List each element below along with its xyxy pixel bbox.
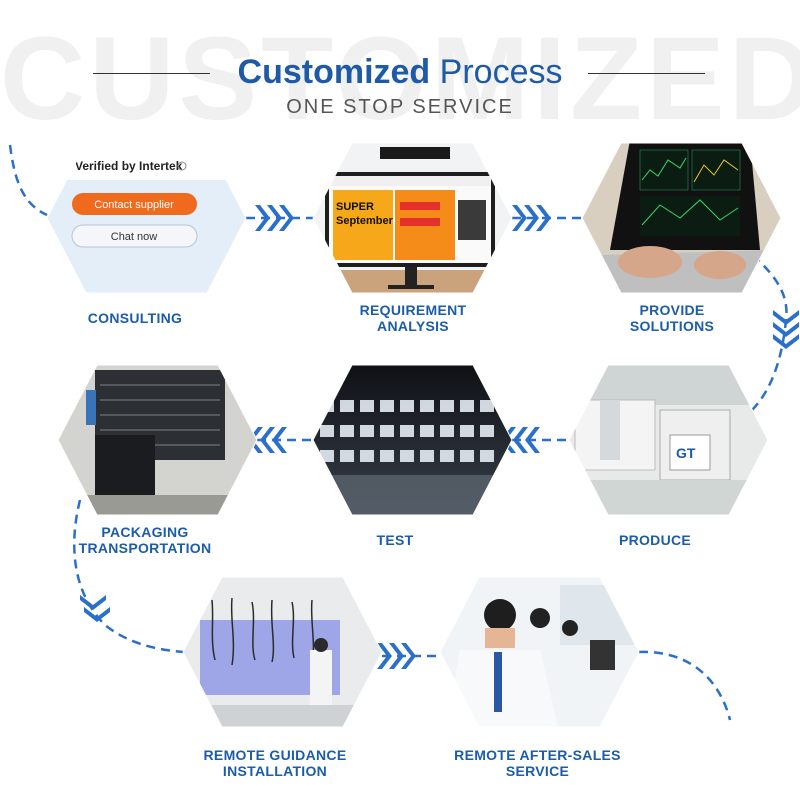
caption-packaging-line2: TRANSPORTATION (78, 540, 212, 556)
caption-aftersales-line2: SERVICE (505, 763, 570, 779)
arrow-solutions-to-produce (773, 310, 799, 349)
title-rule-left (93, 73, 210, 74)
caption-produce-line1: PRODUCE (618, 532, 692, 548)
caption-packaging: PACKAGING TRANSPORTATION (70, 524, 220, 556)
watermark-text: CUSTOMIZED (0, 13, 800, 145)
caption-guidance: REMOTE GUIDANCE INSTALLATION (185, 747, 365, 779)
caption-requirement-line2: ANALYSIS (377, 318, 449, 334)
chat-now-label: Chat now (111, 231, 158, 243)
caption-packaging-line1: PACKAGING (101, 524, 189, 540)
caption-requirement-line1: REQUIREMENT (359, 302, 467, 318)
hex-consulting: Verified by Intertek Contact supplier Ch… (47, 143, 246, 293)
title-rule-right (588, 73, 705, 74)
caption-solutions-line1: PROVIDE (639, 302, 705, 318)
arrow-requirement-to-solutions (512, 205, 551, 231)
caption-solutions: PROVIDE SOLUTIONS (582, 302, 762, 334)
hex-solutions (582, 143, 781, 293)
banner-line2: September (336, 215, 394, 227)
caption-test-line1: TEST (376, 532, 414, 548)
chat-now-button (71, 224, 198, 248)
arrow-packaging-to-guidance (80, 595, 110, 622)
caption-guidance-line2: INSTALLATION (222, 763, 328, 779)
caption-aftersales-line1: REMOTE AFTER-SALES (454, 747, 621, 763)
caption-produce: PRODUCE (580, 532, 730, 548)
caption-consulting-line1: CONSULTING (87, 310, 183, 326)
page-subtitle: ONE STOP SERVICE (286, 96, 514, 118)
hex-packaging (58, 365, 257, 515)
verified-text: Verified by Intertek (75, 159, 183, 173)
arrow-guidance-to-aftersales (377, 643, 416, 669)
hex-aftersales (440, 577, 639, 727)
title-light: Process (439, 53, 563, 91)
contact-supplier-label: Contact supplier (94, 199, 174, 211)
hex-test (313, 365, 512, 515)
arrow-consulting-to-requirement (255, 205, 294, 231)
contact-supplier-button (72, 193, 197, 215)
hex-guidance (183, 577, 382, 727)
hex-produce: GT (569, 365, 768, 515)
caption-consulting: CONSULTING (60, 310, 210, 326)
title-bold: Customized (237, 53, 431, 91)
hex-requirement: SUPER September (313, 143, 512, 293)
banner-line1: SUPER (336, 201, 374, 213)
caption-test: TEST (320, 532, 470, 548)
svg-text:GT: GT (676, 445, 696, 461)
page-title: Customized Process (0, 52, 800, 92)
caption-aftersales: REMOTE AFTER-SALES SERVICE (440, 747, 635, 779)
caption-guidance-line1: REMOTE GUIDANCE (203, 747, 347, 763)
caption-requirement: REQUIREMENT ANALYSIS (313, 302, 513, 334)
caption-solutions-line2: SOLUTIONS (629, 318, 715, 334)
